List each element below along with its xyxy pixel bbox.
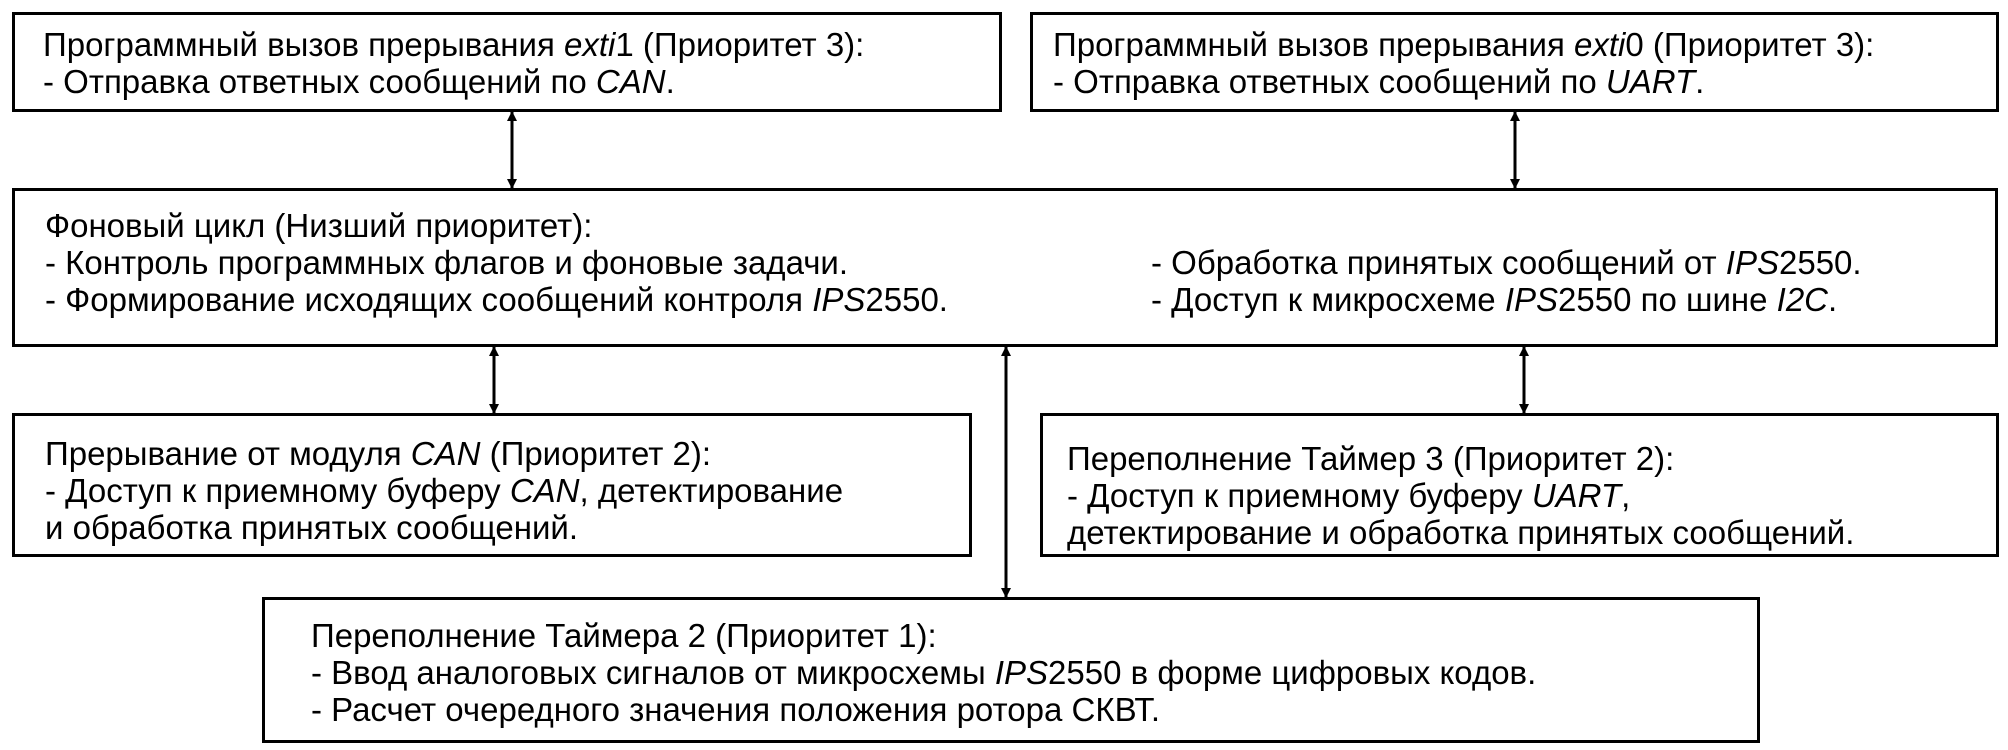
background-task-processing: - Обработка принятых сообщений от IPS255… <box>1151 244 1862 281</box>
exti0-task: - Отправка ответных сообщений по UART. <box>1053 63 1705 100</box>
timer3-task: - Доступ к приемному буферу UART, <box>1067 477 1631 514</box>
timer2-title: Переполнение Таймера 2 (Приоритет 1): <box>311 617 937 654</box>
box-background-loop: Фоновый цикл (Низший приоритет): - Контр… <box>12 188 1998 347</box>
background-right-column: - Обработка принятых сообщений от IPS255… <box>1151 244 1862 318</box>
box-can-interrupt: Прерывание от модуля CAN (Приоритет 2): … <box>12 413 972 557</box>
timer3-title: Переполнение Таймер 3 (Приоритет 2): <box>1067 440 1675 477</box>
box-exti0-interrupt: Программный вызов прерывания exti0 (Прио… <box>1030 12 1999 112</box>
background-title: Фоновый цикл (Низший приоритет): <box>45 207 593 244</box>
can-title: Прерывание от модуля CAN (Приоритет 2): <box>45 435 712 472</box>
timer2-task-adc: - Ввод аналоговых сигналов от микросхемы… <box>311 654 1537 691</box>
box-exti1-interrupt: Программный вызов прерывания exti1 (Прио… <box>12 12 1002 112</box>
background-task-flags: - Контроль программных флагов и фоновые … <box>45 244 848 281</box>
timer2-task-rotor: - Расчет очередного значения положения р… <box>311 691 1161 728</box>
background-task-messages: - Формирование исходящих сообщений контр… <box>45 281 948 318</box>
exti1-title: Программный вызов прерывания exti1 (Прио… <box>43 26 865 63</box>
can-task: - Доступ к приемному буферу CAN, детекти… <box>45 472 844 509</box>
exti0-title: Программный вызов прерывания exti0 (Прио… <box>1053 26 1875 63</box>
background-task-i2c: - Доступ к микросхеме IPS2550 по шине I2… <box>1151 281 1838 318</box>
exti1-task: - Отправка ответных сообщений по CAN. <box>43 63 675 100</box>
can-task-cont: и обработка принятых сообщений. <box>45 509 579 546</box>
background-left-column: Фоновый цикл (Низший приоритет): - Контр… <box>45 207 948 318</box>
box-timer3-overflow: Переполнение Таймер 3 (Приоритет 2): - Д… <box>1040 413 1999 557</box>
timer3-task-cont: детектирование и обработка принятых сооб… <box>1067 514 1855 551</box>
box-timer2-overflow: Переполнение Таймера 2 (Приоритет 1): - … <box>262 597 1760 743</box>
